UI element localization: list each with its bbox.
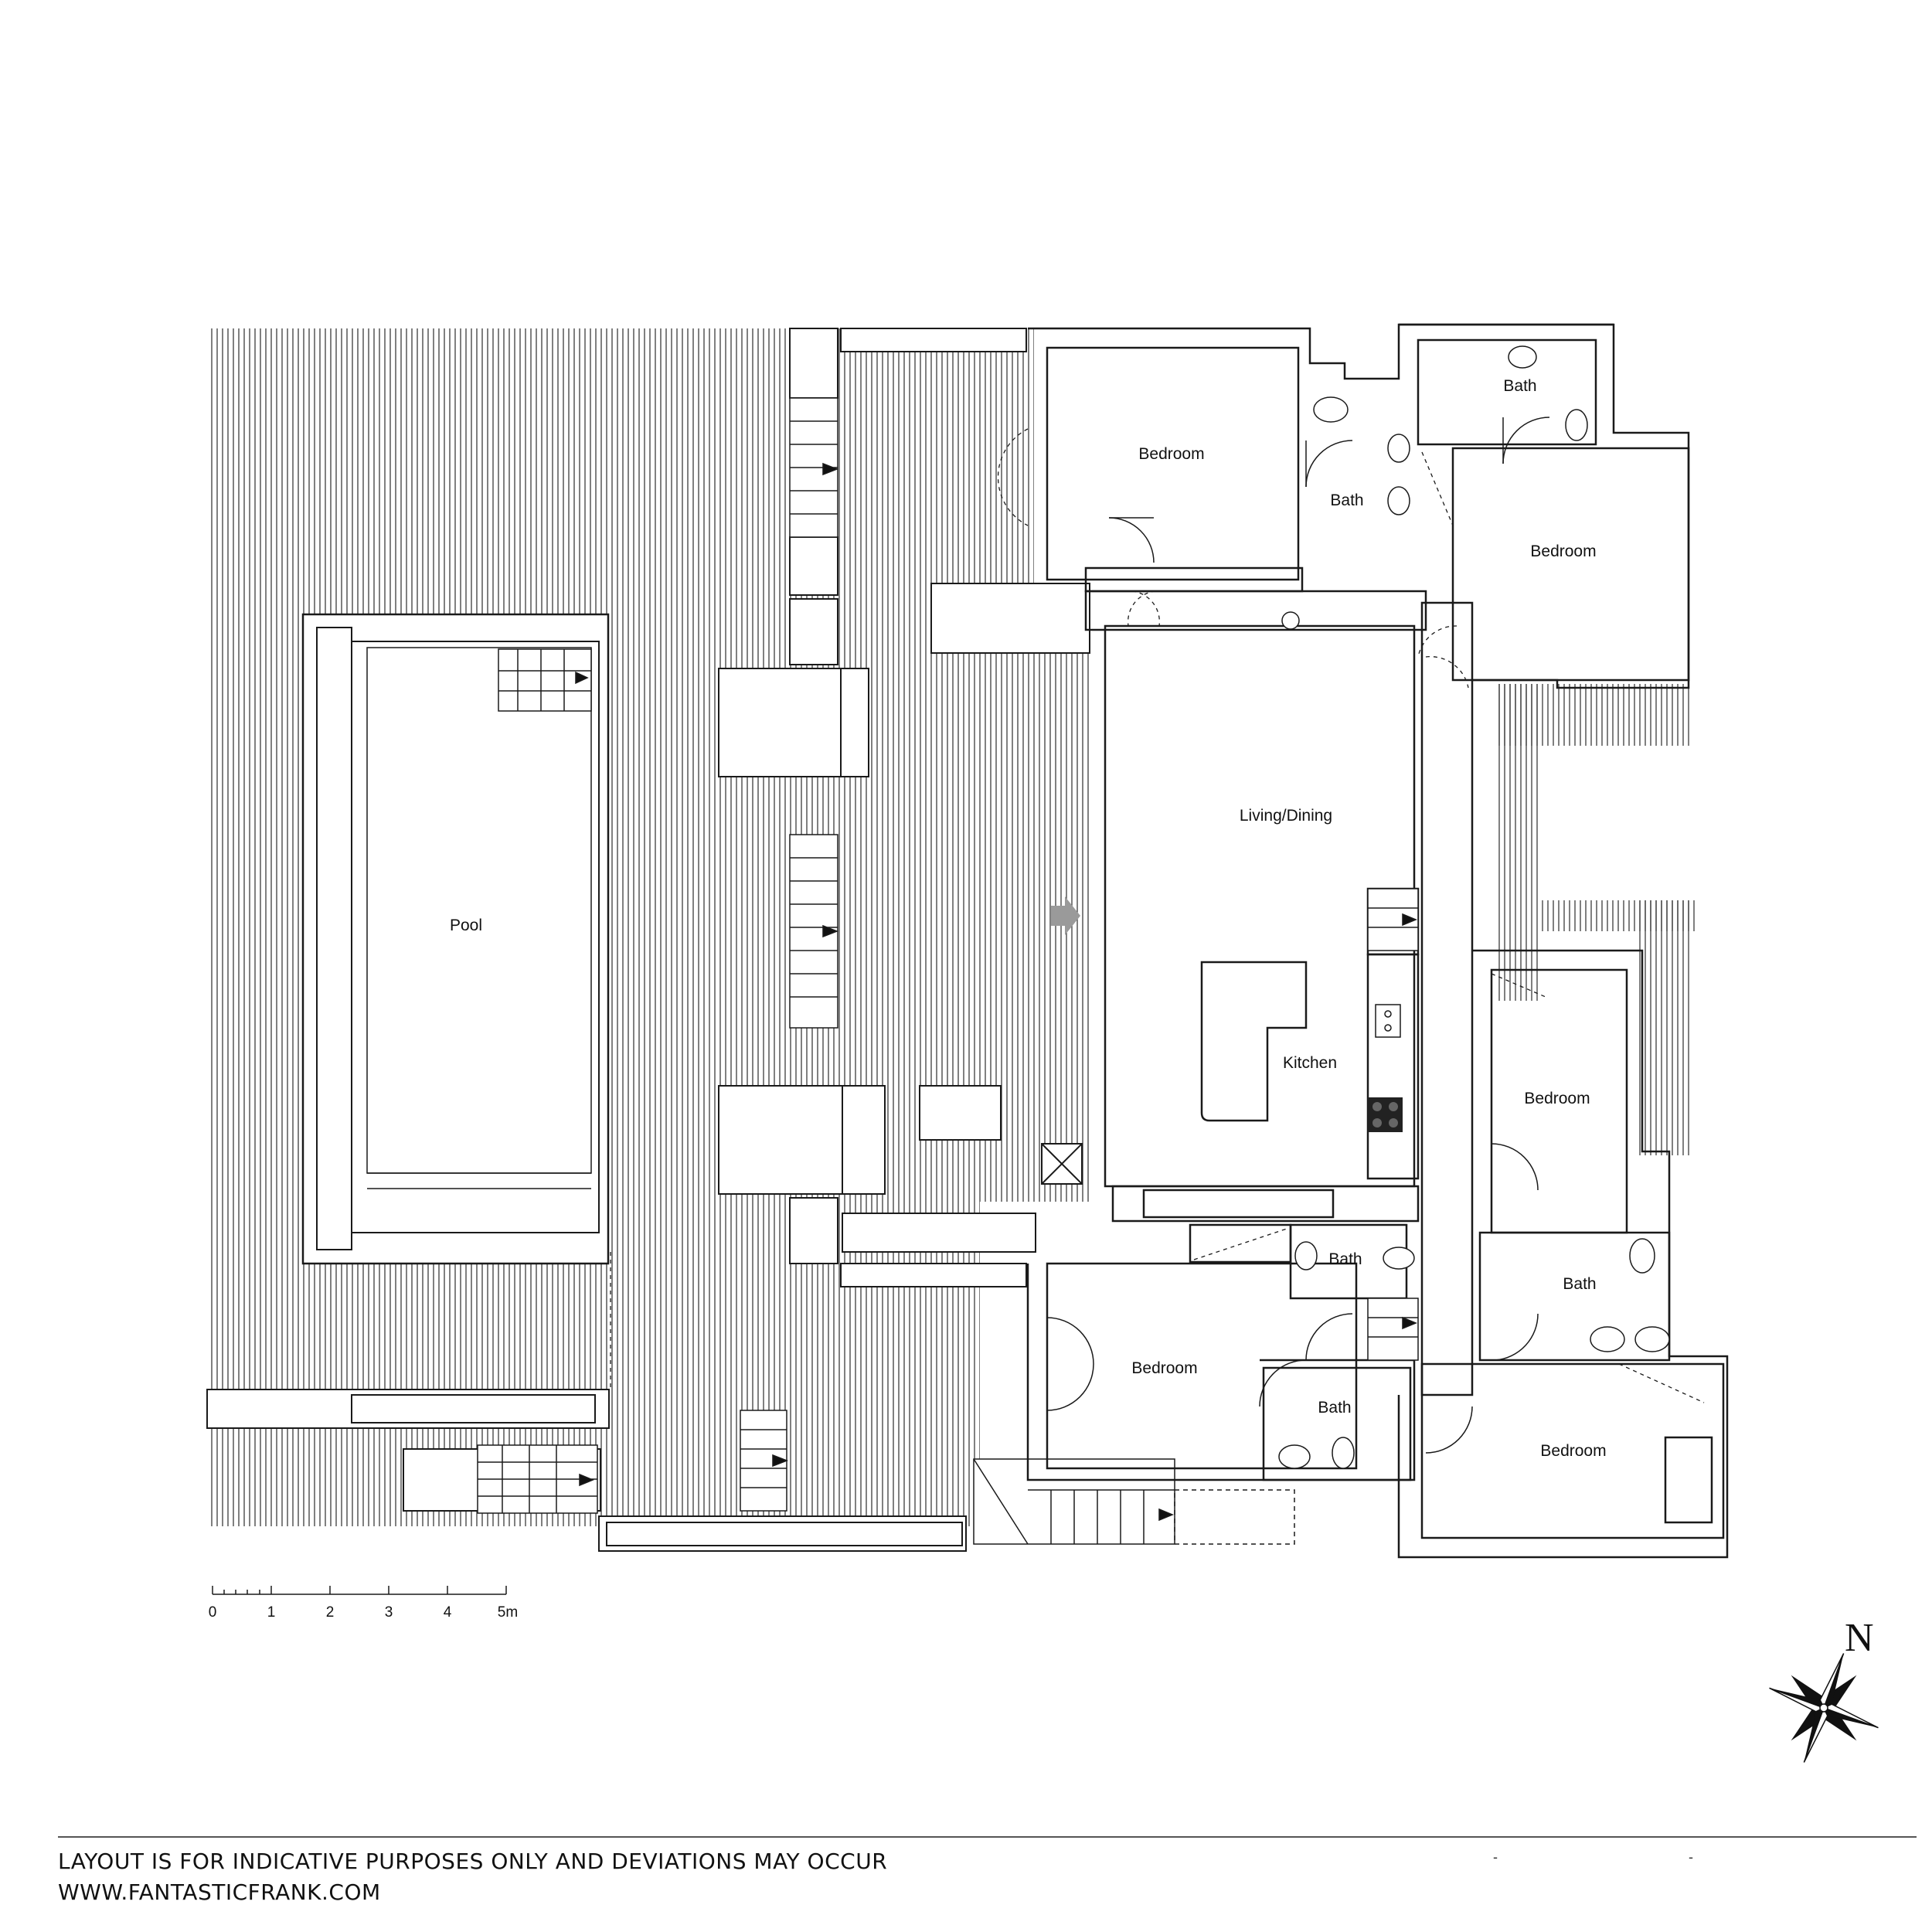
scale-tick-4: 4 [444,1604,452,1621]
footer-disclaimer: LAYOUT IS FOR INDICATIVE PURPOSES ONLY A… [58,1849,888,1874]
room-label-bath-mid: Bath [1328,1250,1362,1268]
door-swings [1046,417,1550,1454]
scale-bar [212,1586,507,1595]
scale-tick-5m: 5m [498,1604,518,1621]
terrace-planters [718,328,1090,1287]
room-label-living-dining: Living/Dining [1240,807,1332,825]
building-walls [1026,323,1729,1559]
pool [301,613,610,1265]
room-label-bath-e: Bath [1563,1275,1596,1293]
pool-steps [498,648,592,712]
bathroom-fixtures [1278,345,1670,1469]
south-terrace-structures [206,1389,967,1552]
room-label-bath-nw: Bath [1330,492,1363,509]
scale-tick-0: 0 [209,1604,217,1621]
room-label-bedroom-nw: Bedroom [1138,445,1204,463]
scale-tick-3: 3 [385,1604,393,1621]
service-shaft [1041,1143,1083,1185]
compass-rose-icon [1769,1653,1879,1763]
indoor-stairs [1367,888,1419,1361]
room-label-bedroom-e: Bedroom [1524,1090,1590,1107]
room-label-bedroom-sw: Bedroom [1131,1359,1197,1377]
room-label-kitchen: Kitchen [1283,1054,1337,1072]
footer-tick-mark: - [1689,1849,1693,1865]
room-label-pool: Pool [450,917,482,934]
scale-tick-2: 2 [326,1604,335,1621]
compass-north-label: N [1845,1616,1874,1660]
scale-tick-1: 1 [267,1604,276,1621]
footer-tick-mark: - [1493,1849,1498,1865]
dashed-door-swings [610,428,1705,1403]
room-label-bath-sw: Bath [1318,1399,1351,1417]
terrace-stairs [477,397,1295,1545]
footer-website: WWW.FANTASTICFRANK.COM [58,1879,381,1905]
room-label-bath-ne: Bath [1503,377,1536,395]
room-label-bedroom-se: Bedroom [1540,1442,1606,1460]
room-label-bedroom-ne: Bedroom [1530,543,1596,560]
footer-divider [58,1836,1917,1838]
entry-arrow-icon [1051,896,1080,935]
cooktop [1368,1097,1403,1132]
